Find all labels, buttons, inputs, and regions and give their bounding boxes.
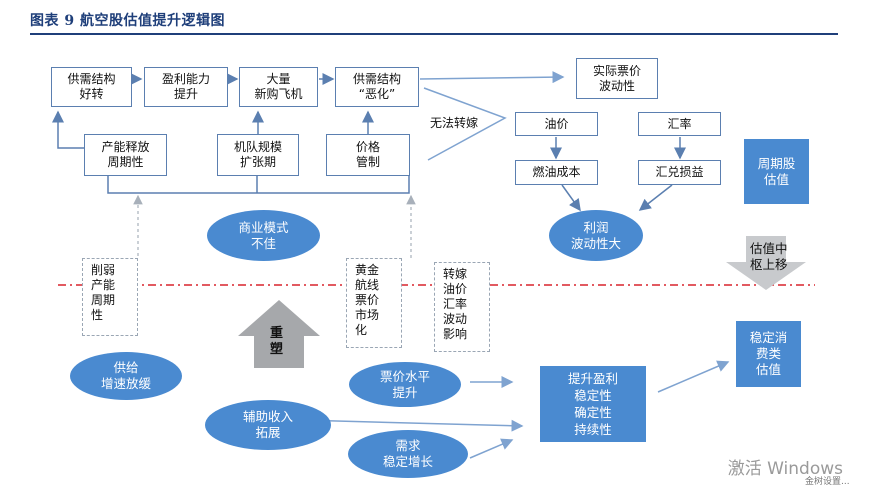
box-price-control: 价格 管制 — [326, 134, 410, 176]
valuation-shift-arrow — [726, 236, 806, 290]
box-fx-gain-loss: 汇兑损益 — [638, 160, 721, 185]
label-reshape: 重 塑 — [270, 326, 284, 357]
figure-title: 图表 9 航空股估值提升逻辑图 — [30, 13, 225, 29]
box-fx-rate: 汇率 — [638, 112, 721, 136]
ellipse-fare-level-up: 票价水平 提升 — [349, 362, 461, 407]
box-fleet-expansion: 机队规模 扩张期 — [217, 134, 299, 176]
ellipse-business-model-poor: 商业模式 不佳 — [207, 210, 320, 261]
box-supply-demand-improve: 供需结构 好转 — [51, 67, 132, 107]
box-profit-stability: 提升盈利 稳定性 确定性 持续性 — [540, 366, 646, 442]
ellipse-supply-growth-slow: 供给 增速放缓 — [70, 352, 182, 400]
box-cyclical-valuation: 周期股 估值 — [744, 139, 809, 204]
label-cannot-pass-on: 无法转嫁 — [430, 116, 479, 130]
box-oil-price: 油价 — [515, 112, 598, 136]
reshape-arrow — [238, 300, 320, 368]
chevron-cannot-pass — [423, 87, 507, 161]
dashed-weaken-cycle: 削弱 产能 周期 性 — [82, 258, 138, 336]
arrow-capacity-feedback — [52, 110, 84, 149]
box-mass-aircraft-purchase: 大量 新购飞机 — [239, 67, 318, 107]
ellipse-profit-volatile: 利润 波动性大 — [549, 210, 643, 261]
arrow-worsen-to-fare — [419, 71, 565, 84]
box-actual-fare-volatility: 实际票价 波动性 — [576, 58, 658, 99]
box-profitability-up: 盈利能力 提升 — [144, 67, 228, 107]
box-fuel-cost: 燃油成本 — [515, 160, 598, 185]
box-capacity-release-cycle: 产能释放 周期性 — [84, 134, 167, 176]
title-underline — [30, 33, 838, 35]
ellipse-ancillary-revenue: 辅助收入 拓展 — [205, 400, 331, 450]
box-supply-demand-worsen: 供需结构 “恶化” — [335, 67, 419, 107]
os-watermark: 激活 Windows — [727, 459, 843, 479]
bracket-causes — [107, 176, 410, 194]
dashed-golden-routes: 黄金 航线 票价 市场 化 — [346, 258, 402, 348]
label-valuation-shift: 估值中 枢上移 — [750, 241, 788, 272]
dashed-pass-through: 转嫁 油价 汇率 波动 影响 — [434, 262, 490, 352]
box-consumer-valuation: 稳定消 费类 估值 — [736, 321, 801, 387]
ellipse-demand-stable: 需求 稳定增长 — [348, 430, 468, 478]
